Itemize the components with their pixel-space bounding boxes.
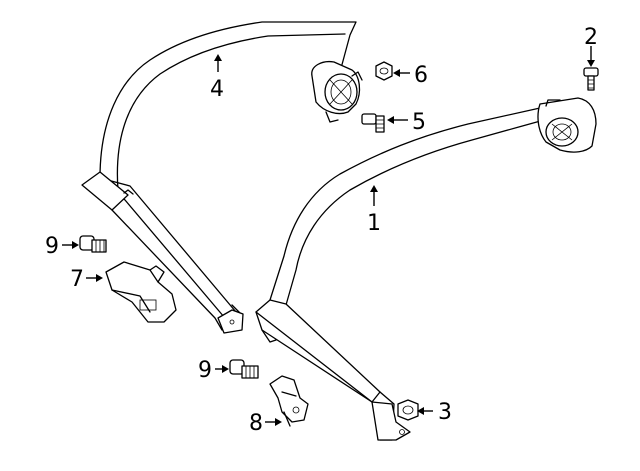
callout-labels: 1 2 3 4 5 6 7 8 9 9 bbox=[45, 25, 598, 436]
callout-7: 7 bbox=[70, 267, 84, 292]
callout-6: 6 bbox=[414, 63, 428, 88]
part-1-retractor bbox=[537, 97, 597, 153]
callout-9-upper: 9 bbox=[45, 234, 59, 259]
callout-2: 2 bbox=[584, 25, 598, 50]
callout-leaders bbox=[62, 46, 595, 426]
part-5-bolt bbox=[361, 113, 385, 133]
part-6-nut bbox=[375, 61, 393, 81]
part-7-buckle bbox=[105, 261, 177, 323]
part-4-retractor bbox=[311, 60, 363, 123]
callout-4: 4 bbox=[210, 77, 224, 102]
callout-3: 3 bbox=[438, 400, 452, 425]
callout-1: 1 bbox=[367, 211, 381, 236]
callout-9-lower: 9 bbox=[198, 358, 212, 383]
callout-8: 8 bbox=[249, 411, 263, 436]
callout-5: 5 bbox=[412, 110, 426, 135]
part-2-screw bbox=[583, 67, 599, 91]
part-8-buckle bbox=[269, 375, 309, 427]
part-4-belt-webbing bbox=[81, 21, 357, 334]
part-9-bolt-upper bbox=[79, 235, 107, 253]
part-1-belt-webbing bbox=[255, 107, 545, 441]
part-9-bolt-lower bbox=[229, 359, 259, 379]
part-3-nut bbox=[397, 399, 419, 421]
